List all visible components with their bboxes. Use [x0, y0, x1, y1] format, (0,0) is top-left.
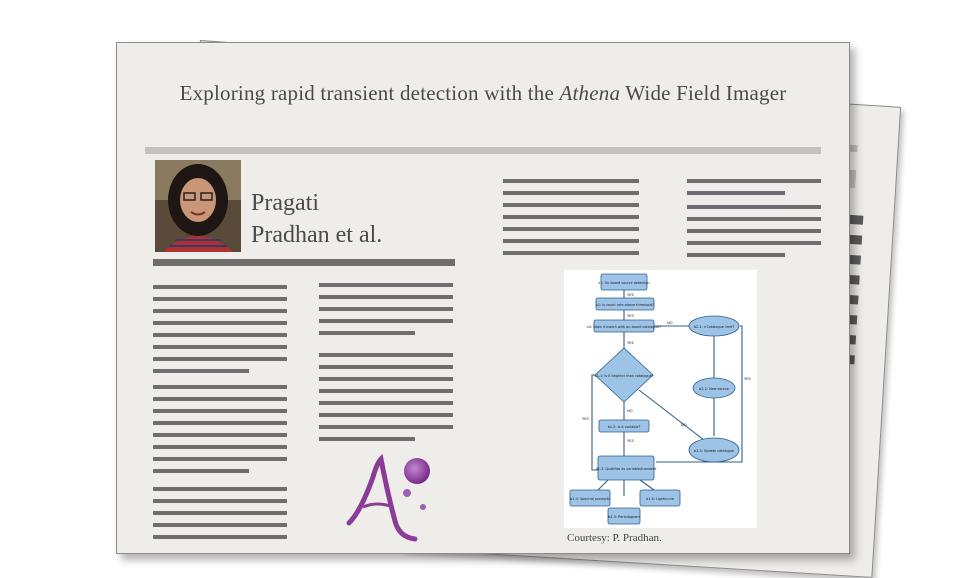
flow-edge-yes: YES: [627, 314, 634, 318]
text-placeholder: [153, 345, 287, 349]
flow-label-b23: b2-3: Update catalogue: [694, 449, 734, 453]
text-placeholder: [503, 203, 639, 207]
flow-label-s2: s2: Is count rate above threshold?: [596, 303, 654, 307]
text-placeholder: [319, 437, 415, 441]
text-placeholder: [319, 283, 453, 287]
poster-title: Exploring rapid transient detection with…: [179, 81, 787, 105]
flow-edge-yes: YES: [627, 341, 634, 345]
text-placeholder: [687, 191, 785, 195]
text-placeholder: [503, 239, 639, 243]
text-placeholder: [687, 253, 785, 257]
flow-edge-yes: YES: [627, 293, 634, 297]
flow-node-b23: [688, 437, 740, 463]
flowchart-figure: s1: On-board source detection s2: Is cou…: [564, 270, 757, 528]
flow-edge-yes: YES: [744, 377, 751, 381]
text-placeholder: [153, 487, 287, 491]
flow-label-b11: b1-1: Is it brighter than catalogue?: [594, 374, 653, 378]
text-placeholder: [503, 191, 639, 195]
title-divider: [145, 147, 821, 154]
author-photo: [155, 160, 241, 252]
flow-node-b22: [692, 377, 736, 399]
text-placeholder: [153, 285, 287, 289]
text-placeholder: [319, 413, 453, 417]
flow-edge-yes: YES: [582, 417, 589, 421]
text-placeholder: [319, 295, 453, 299]
text-placeholder: [153, 433, 287, 437]
text-placeholder: [319, 319, 453, 323]
text-placeholder: [153, 457, 287, 461]
text-placeholder: [319, 365, 453, 369]
text-placeholder: [153, 499, 287, 503]
flow-node-b16: [639, 489, 681, 507]
text-placeholder: [153, 445, 287, 449]
poster-page: Exploring rapid transient detection with…: [116, 42, 850, 554]
text-placeholder: [153, 469, 249, 473]
text-placeholder: [503, 179, 639, 183]
flow-node-b21: [688, 315, 740, 337]
flow-label-b13: b1-3: Qualifies as variable/transient: [596, 467, 657, 471]
flow-node-b13: [597, 455, 655, 481]
flow-edge-no: NO: [681, 423, 687, 427]
text-placeholder: [153, 421, 287, 425]
text-placeholder: [503, 227, 639, 231]
text-placeholder: [153, 357, 287, 361]
flow-edge-yes: YES: [627, 439, 634, 443]
text-placeholder: [153, 321, 287, 325]
flow-label-b16: b1-6: Lightcurve: [646, 497, 674, 501]
text-placeholder: [319, 401, 453, 405]
flow-label-b12: b1-2: Is it variable?: [608, 425, 641, 429]
text-placeholder: [153, 397, 287, 401]
flow-edge-no: NO: [667, 321, 673, 325]
text-placeholder: [503, 215, 639, 219]
flow-node-b11: [594, 347, 654, 403]
flow-label-b15: b1-5: Periodogram: [608, 515, 640, 519]
text-placeholder: [687, 205, 821, 209]
text-placeholder: [153, 535, 287, 539]
text-placeholder: [687, 229, 821, 233]
flow-node-b12: [598, 419, 650, 433]
text-placeholder: [153, 409, 287, 413]
text-placeholder: [319, 377, 453, 381]
text-placeholder: [153, 511, 287, 515]
athena-logo: [346, 453, 430, 542]
flow-label-b14: b1-4: Spectral products: [570, 497, 610, 501]
flow-node-s1: [600, 273, 648, 291]
figure-credit: Courtesy: P. Pradhan.: [567, 532, 662, 544]
text-placeholder: [319, 307, 453, 311]
flow-node-b15: [607, 507, 641, 525]
flow-edge-no: NO: [627, 409, 633, 413]
text-placeholder: [503, 251, 639, 255]
text-placeholder: [687, 217, 821, 221]
text-placeholder: [319, 425, 453, 429]
text-placeholder: [153, 259, 455, 266]
text-placeholder: [319, 389, 453, 393]
flow-label-s1: s1: On-board source detection: [598, 281, 649, 285]
flow-label-b21: b2-1: >Catalogue limit?: [694, 325, 735, 329]
text-placeholder: [153, 523, 287, 527]
text-placeholder: [153, 369, 249, 373]
flow-label-s3: s3: Does it match with on-board catalogu…: [587, 325, 661, 329]
text-placeholder: [153, 333, 287, 337]
flow-node-b14: [569, 489, 611, 507]
flow-label-b22: b2-2: New source: [699, 387, 729, 391]
text-placeholder: [153, 297, 287, 301]
flow-node-s2: [595, 297, 655, 311]
text-placeholder: [687, 241, 821, 245]
flow-node-s3: [593, 319, 655, 333]
author-name: Pragati Pradhan et al.: [251, 190, 383, 248]
text-placeholder: [153, 309, 287, 313]
text-placeholder: [687, 179, 821, 183]
text-placeholder: [319, 331, 415, 335]
text-placeholder: [319, 353, 453, 357]
text-placeholder: [153, 385, 287, 389]
